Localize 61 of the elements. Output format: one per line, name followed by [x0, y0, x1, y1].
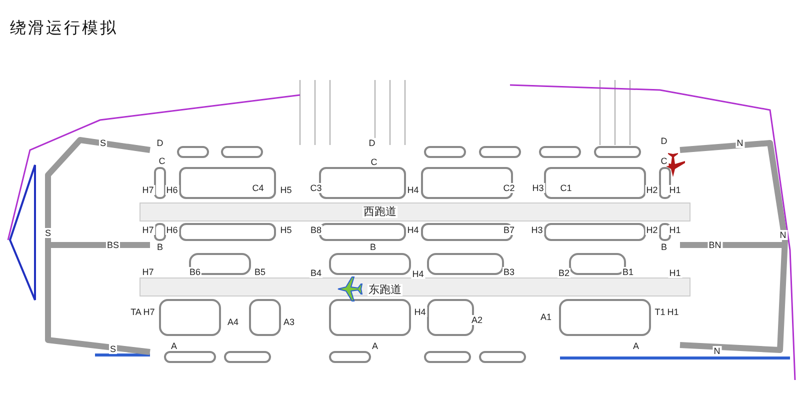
taxiway-label: H7	[141, 225, 155, 235]
taxiway-label: H3	[530, 225, 544, 235]
taxiway-label: C4	[251, 183, 265, 193]
taxiway-label: N	[712, 346, 722, 356]
taxiway-label: A	[632, 341, 640, 351]
taxiway-label: S	[44, 228, 52, 238]
taxiway-label: B	[156, 242, 164, 252]
taxiway-label: H5	[279, 225, 293, 235]
taxiway-label: D	[660, 136, 668, 146]
taxiway-label: C2	[502, 183, 516, 193]
taxiway-label: B7	[502, 225, 516, 235]
taxiway-label: C3	[309, 183, 323, 193]
taxiway-label: H4	[406, 225, 420, 235]
taxiway-label: H7	[141, 267, 155, 277]
taxiway-label: B8	[310, 225, 322, 235]
taxiway-label: A3	[282, 317, 296, 327]
diagram-title: 绕滑运行模拟	[10, 18, 118, 39]
taxiway-label: A	[170, 341, 178, 351]
taxiway-label: H1	[668, 185, 682, 195]
taxiway-label: S	[99, 138, 107, 148]
taxiway-label: B2	[558, 268, 570, 278]
taxiway-label: BN	[708, 240, 722, 250]
taxiway-label: B	[660, 242, 668, 252]
taxiway-label: C	[370, 157, 378, 167]
taxiway-label: BS	[106, 240, 120, 250]
taxiway-label: H1	[668, 225, 682, 235]
taxiway-label: H4	[406, 185, 420, 195]
taxiway-label: C	[660, 156, 668, 166]
taxiway-label: A2	[470, 315, 484, 325]
taxiway-label: H2	[645, 185, 659, 195]
taxiway-label: H3	[531, 183, 545, 193]
taxiway-label: T1	[654, 307, 666, 317]
taxiway-label: H7	[141, 185, 155, 195]
taxiway-label: B1	[622, 267, 634, 277]
taxiway-label: H4	[411, 269, 425, 279]
runway-label: 西跑道	[362, 206, 398, 218]
taxiway-label: H6	[165, 225, 179, 235]
taxiway-label: N	[778, 230, 788, 240]
taxiway-label: H2	[645, 225, 659, 235]
taxiway-label: H7	[142, 307, 156, 317]
taxiway-label: TA	[130, 307, 142, 317]
taxiway-label: N	[736, 138, 744, 148]
taxiway-label: A	[371, 341, 379, 351]
taxiway-label: B4	[310, 268, 322, 278]
taxiway-label: B5	[254, 267, 266, 277]
taxiway-label: S	[109, 344, 117, 354]
taxiway-label: A4	[226, 317, 240, 327]
taxiway-label: H5	[279, 185, 293, 195]
taxiway-label: C1	[559, 183, 573, 193]
taxiway-label: B6	[188, 267, 202, 277]
taxiway-label: H1	[668, 268, 682, 278]
taxiway-label: D	[368, 138, 376, 148]
taxiway-label: H4	[413, 307, 427, 317]
taxiway-label: H6	[165, 185, 179, 195]
taxiway-label: H1	[666, 307, 680, 317]
taxiway-label: B3	[502, 267, 516, 277]
taxiway-label: D	[156, 138, 164, 148]
taxiway-label: C	[158, 156, 166, 166]
taxiway-label: A1	[540, 312, 552, 322]
runway-label: 东跑道	[368, 284, 402, 296]
taxiway-label: B	[369, 242, 377, 252]
